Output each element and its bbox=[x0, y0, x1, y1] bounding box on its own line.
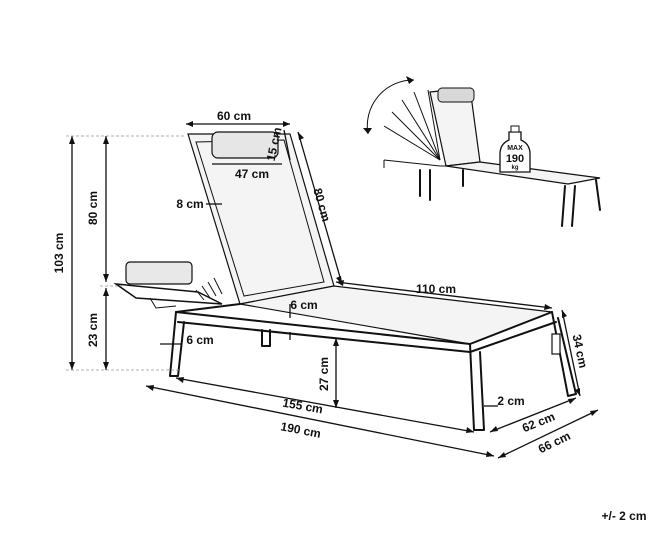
backrest-panel bbox=[187, 133, 335, 305]
leg-mid bbox=[261, 329, 271, 347]
dimension-lines bbox=[66, 121, 599, 459]
lounger-main bbox=[113, 131, 577, 431]
badge-line1: MAX bbox=[507, 145, 523, 152]
label-backrest-height: 80 cm bbox=[86, 191, 100, 225]
label-headrest-width: 47 cm bbox=[235, 167, 269, 181]
badge-line3: kg bbox=[511, 165, 518, 171]
folded-cushion bbox=[125, 261, 193, 285]
arrow-head-icon bbox=[406, 76, 414, 84]
headrest-cushion bbox=[211, 131, 279, 159]
weight-bottle-icon bbox=[499, 131, 531, 173]
label-bed-length: 155 cm bbox=[281, 396, 324, 417]
badge-line2: 190 bbox=[506, 153, 524, 165]
tray-slats bbox=[195, 277, 223, 301]
label-seat-height: 23 cm bbox=[86, 313, 100, 347]
inset-seat bbox=[445, 161, 601, 185]
label-leg-thickness: 2 cm bbox=[497, 394, 524, 408]
rotation-arc bbox=[366, 79, 415, 135]
wheel bbox=[551, 333, 561, 355]
label-headrest-height: 15 cm bbox=[264, 126, 285, 162]
label-rear-height: 34 cm bbox=[570, 333, 591, 369]
label-frame-thickness: 8 cm bbox=[176, 197, 203, 211]
arrow-head-icon bbox=[363, 128, 372, 134]
label-seat-length: 110 cm bbox=[416, 282, 456, 296]
label-seat-frame: 6 cm bbox=[290, 298, 317, 312]
inset-headrest bbox=[437, 87, 475, 103]
side-tray bbox=[113, 282, 223, 305]
label-total-height: 103 cm bbox=[52, 233, 66, 274]
label-overall-width: 66 cm bbox=[536, 429, 573, 457]
label-leg-frame: 6 cm bbox=[186, 333, 213, 347]
label-backrest-width: 60 cm bbox=[217, 109, 251, 123]
max-weight-badge: MAX 190 kg bbox=[499, 125, 531, 173]
recline-positions bbox=[383, 89, 441, 161]
leg-front bbox=[469, 343, 485, 431]
label-overall-length: 190 cm bbox=[279, 419, 322, 441]
inset-recline-illustration bbox=[363, 76, 601, 227]
label-leg-height: 27 cm bbox=[317, 357, 331, 391]
tolerance-note: +/- 2 cm bbox=[601, 509, 646, 523]
